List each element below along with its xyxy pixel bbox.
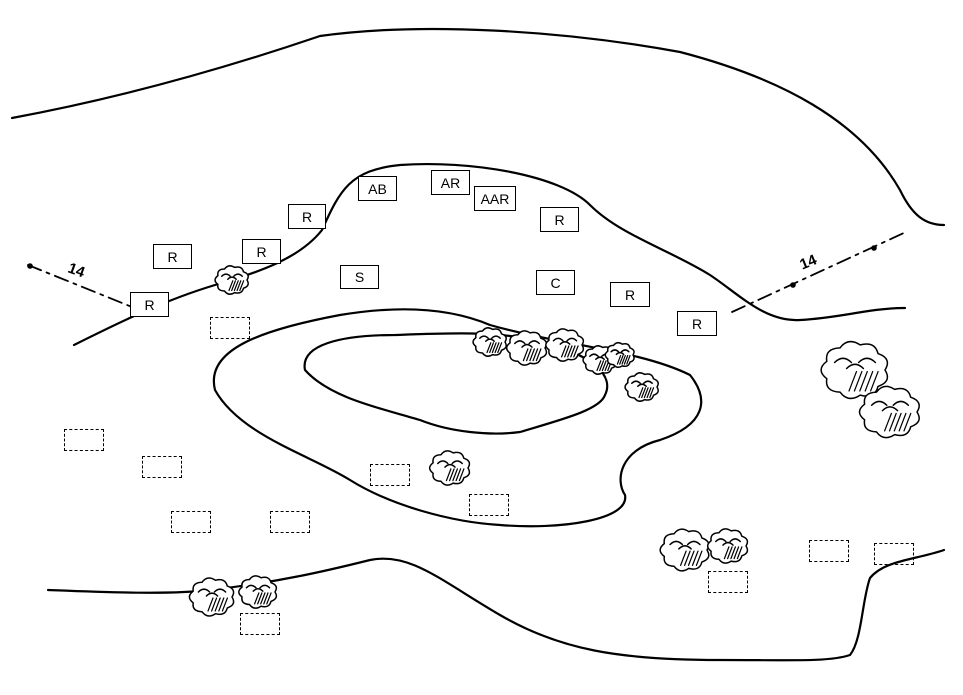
alternate-position xyxy=(64,429,104,451)
boundary-lines xyxy=(27,231,907,313)
ground-line-bottom xyxy=(46,548,946,662)
alternate-position xyxy=(874,543,914,565)
position-rifleman: R xyxy=(130,292,169,317)
alternate-position xyxy=(171,511,211,533)
position-rifleman: R xyxy=(610,282,650,307)
position-rifleman: R xyxy=(540,207,579,232)
alternate-position xyxy=(708,571,748,593)
position-rifleman: R xyxy=(242,239,281,264)
boundary-line-right xyxy=(731,231,907,313)
alternate-position xyxy=(469,494,509,516)
bush xyxy=(624,372,659,402)
position-c: C xyxy=(536,270,575,295)
alternate-position xyxy=(809,540,849,562)
position-ab: AB xyxy=(358,176,397,201)
bush xyxy=(706,528,749,564)
bush xyxy=(820,340,889,400)
bush xyxy=(472,327,507,357)
bush xyxy=(214,265,249,295)
alternate-position xyxy=(370,464,410,486)
depression-contour-inner xyxy=(303,332,609,435)
position-aar: AAR xyxy=(474,186,516,211)
bush xyxy=(238,575,278,609)
position-ar: AR xyxy=(431,170,470,195)
boundary-line-left xyxy=(27,264,133,308)
alternate-position xyxy=(142,456,182,478)
boundary-dots xyxy=(27,245,877,288)
position-rifleman: R xyxy=(288,204,326,229)
position-s: S xyxy=(340,265,379,289)
ridge-line-top xyxy=(10,27,946,227)
bush xyxy=(858,385,920,439)
alternate-position xyxy=(210,317,250,339)
bush xyxy=(659,528,710,572)
bush xyxy=(604,341,635,369)
vegetation xyxy=(188,265,920,617)
bush xyxy=(428,450,471,486)
bush xyxy=(188,577,235,617)
bush xyxy=(545,328,585,362)
depression-contour-outer xyxy=(212,308,703,528)
alternate-position xyxy=(270,511,310,533)
position-rifleman: R xyxy=(153,244,192,269)
position-rifleman: R xyxy=(677,311,717,336)
bush xyxy=(505,330,548,366)
alternate-position xyxy=(240,613,280,635)
